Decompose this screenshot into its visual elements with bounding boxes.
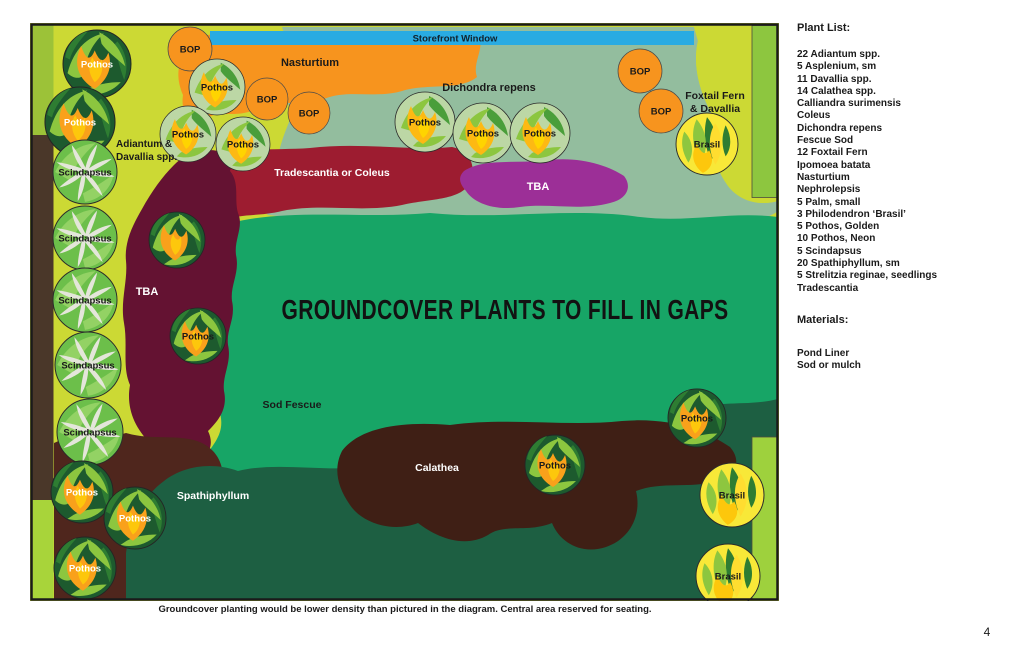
circle-label: BOP: [257, 95, 278, 106]
circle-label: BOP: [651, 107, 672, 118]
plant-circles-layer: PothosPothosScindapsusScindapsusScindaps…: [44, 26, 765, 601]
circle-label: Scindapsus: [61, 361, 114, 372]
circle-label: BOP: [299, 109, 320, 120]
plant-list-item: 5 Strelitzia reginae, seedlings: [797, 270, 938, 282]
plant-list-item: 5 Scindapsus: [797, 245, 862, 257]
plant-list-item: 5 Asplenium, sm: [797, 61, 877, 73]
region-label-tba-left: TBA: [136, 286, 159, 298]
plant-list-item: Nasturtium: [797, 171, 850, 183]
plant-list-item: Coleus: [797, 110, 831, 122]
materials-item: Sod or mulch: [797, 360, 861, 372]
circle-label: Pothos: [201, 83, 233, 94]
circle-label: Brasil: [694, 140, 720, 151]
plant-list-title: Plant List:: [797, 22, 851, 34]
circle-label: Pothos: [227, 140, 259, 151]
plant-list-item: 5 Palm, small: [797, 196, 861, 208]
circle-label: BOP: [180, 45, 201, 56]
plant-list-item: Tradescantia: [797, 282, 859, 294]
diagram-caption: Groundcover planting would be lower dens…: [158, 604, 652, 615]
circle-label: Scindapsus: [58, 168, 111, 179]
storefront-window-label: Storefront Window: [413, 34, 498, 45]
circle-label: Pothos: [467, 129, 499, 140]
region-label-sod-fescue: Sod Fescue: [263, 399, 322, 411]
circle-label: Pothos: [66, 488, 98, 499]
pothos-dark-circle: [148, 211, 206, 269]
circle-label: Pothos: [681, 414, 713, 425]
circle-label: Brasil: [715, 572, 741, 583]
region-tradescantia: [200, 145, 473, 221]
materials-item: Pond Liner: [797, 347, 850, 359]
plant-list-item: 3 Philodendron ‘Brasil’: [797, 208, 906, 220]
circle-label: Scindapsus: [58, 234, 111, 245]
circle-label: Pothos: [64, 118, 96, 129]
page-number: 4: [983, 625, 991, 639]
diagram-border: [30, 23, 779, 601]
right-strip-top: [751, 25, 778, 198]
materials-title: Materials:: [797, 313, 849, 326]
plant-list-panel: Plant List: 22 Adiantum spp.5 Asplenium,…: [797, 22, 1012, 373]
region-label-foxtail: Foxtail Fern& Davallia: [685, 90, 745, 115]
plant-list-item: Ipomoea batata: [797, 159, 871, 171]
plant-list-item: Calliandra surimensis: [797, 98, 901, 110]
circle-label: Brasil: [719, 491, 745, 502]
plant-list-item: 14 Calathea spp.: [797, 85, 876, 97]
circle-label: BOP: [630, 67, 651, 78]
circle-label: Pothos: [182, 332, 214, 343]
circle-label: Scindapsus: [58, 296, 111, 307]
circle-label: Pothos: [172, 130, 204, 141]
circle-label: Pothos: [524, 129, 556, 140]
region-label-tradescantia: Tradescantia or Coleus: [274, 167, 390, 179]
plant-list-item: 22 Adiantum spp.: [797, 49, 880, 60]
plant-list-item: 12 Foxtail Fern: [797, 147, 868, 159]
circle-label: Pothos: [119, 514, 151, 525]
circle-label: Pothos: [409, 118, 441, 129]
circle-label: Pothos: [81, 60, 113, 71]
region-label-spathiphyllum: Spathiphyllum: [177, 490, 249, 502]
region-tba-upper: [460, 159, 628, 209]
plant-list-item: Dichondra repens: [797, 122, 883, 134]
storefront-window: [210, 31, 694, 45]
plant-list-item: 5 Pothos, Golden: [797, 221, 880, 233]
circle-label: Pothos: [539, 461, 571, 472]
plant-list-item: Fescue Sod: [797, 135, 854, 147]
plant-list-item: 20 Spathiphyllum, sm: [797, 258, 900, 270]
region-label-nasturtium: Nasturtium: [281, 57, 339, 69]
diagram-title: GROUNDCOVER PLANTS TO FILL IN GAPS: [282, 295, 729, 326]
region-label-calathea: Calathea: [415, 462, 459, 474]
plant-list-item: Nephrolepsis: [797, 184, 861, 196]
left-strip-brown: [32, 135, 54, 500]
plant-list-item: 11 Davallia spp.: [797, 73, 872, 85]
plant-list-item: 10 Pothos, Neon: [797, 233, 876, 245]
region-label-dichondra: Dichondra repens: [442, 82, 536, 94]
circle-label: Scindapsus: [63, 428, 116, 439]
region-label-adiantum: Adiantum &Davallia spp.: [116, 139, 177, 163]
planting-diagram: Storefront Window PothosPothosScindapsus…: [30, 23, 779, 601]
circle-label: Pothos: [69, 564, 101, 575]
region-label-tba-upper: TBA: [527, 181, 550, 193]
left-strip-bottom: [32, 500, 54, 599]
